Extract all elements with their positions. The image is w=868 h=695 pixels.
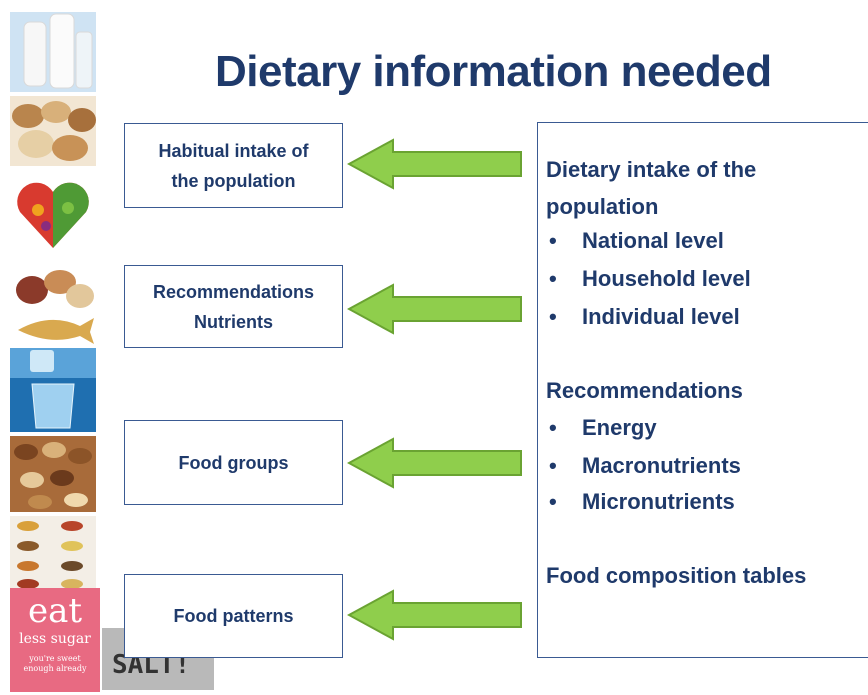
recommendations-nutrients-box: Recommendations Nutrients (124, 265, 343, 348)
page-title: Dietary information needed (215, 47, 772, 96)
food-image-strip: eat less sugar you're sweet enough alrea… (10, 12, 102, 692)
habitual-intake-line2: the population (171, 170, 296, 191)
food-groups-label: Food groups (178, 452, 289, 473)
arrow-to-food-patterns (347, 589, 522, 641)
panel-heading-recommendations: Recommendations (546, 378, 743, 403)
sugar-sign-line3: you're sweet (29, 654, 81, 663)
spice-spoons-icon (10, 516, 96, 590)
recommendations-line2: Nutrients (193, 311, 273, 332)
food-patterns-label: Food patterns (173, 606, 294, 626)
bullet-marker: • (549, 304, 557, 329)
bullet-micronutrients: Micronutrients (582, 489, 735, 514)
bullet-marker: • (549, 415, 557, 440)
sugar-sign-line1: eat (27, 591, 83, 631)
milk-bottles-icon (10, 12, 96, 92)
bullet-marker: • (549, 228, 557, 253)
bread-rolls-icon (10, 96, 96, 166)
panel-heading-food-composition: Food composition tables (546, 563, 807, 588)
sugar-sign-line4: enough already (23, 664, 87, 673)
nuts-icon (10, 436, 96, 512)
bullet-macronutrients: Macronutrients (582, 453, 741, 478)
arrow-to-habitual-intake (347, 138, 522, 190)
arrow-to-recommendations (347, 283, 522, 335)
panel-heading-intake-line2: population (546, 194, 659, 219)
bullet-energy: Energy (582, 415, 657, 440)
recommendations-line1: Recommendations (152, 281, 315, 302)
eat-less-sugar-sign-icon: eat less sugar you're sweet enough alrea… (10, 588, 100, 692)
sugar-sign-line2: less sugar (19, 631, 91, 647)
meat-fish-icon (10, 260, 96, 346)
panel-heading-intake-line1: Dietary intake of the (546, 157, 757, 182)
water-glass-icon (10, 348, 96, 432)
fruit-vegetable-heart-icon (10, 172, 96, 254)
bullet-individual-level: Individual level (582, 304, 740, 329)
bullet-national-level: National level (582, 228, 724, 253)
food-patterns-box: Food patterns (124, 574, 343, 658)
bullet-marker: • (549, 489, 557, 514)
bullet-marker: • (549, 266, 557, 291)
bullet-household-level: Household level (582, 266, 751, 291)
bullet-marker: • (549, 453, 557, 478)
habitual-intake-line1: Habitual intake of (158, 140, 309, 161)
dietary-data-panel (537, 122, 868, 658)
arrow-to-food-groups (347, 437, 522, 489)
habitual-intake-box: Habitual intake of the population (124, 123, 343, 208)
food-groups-box: Food groups (124, 420, 343, 505)
